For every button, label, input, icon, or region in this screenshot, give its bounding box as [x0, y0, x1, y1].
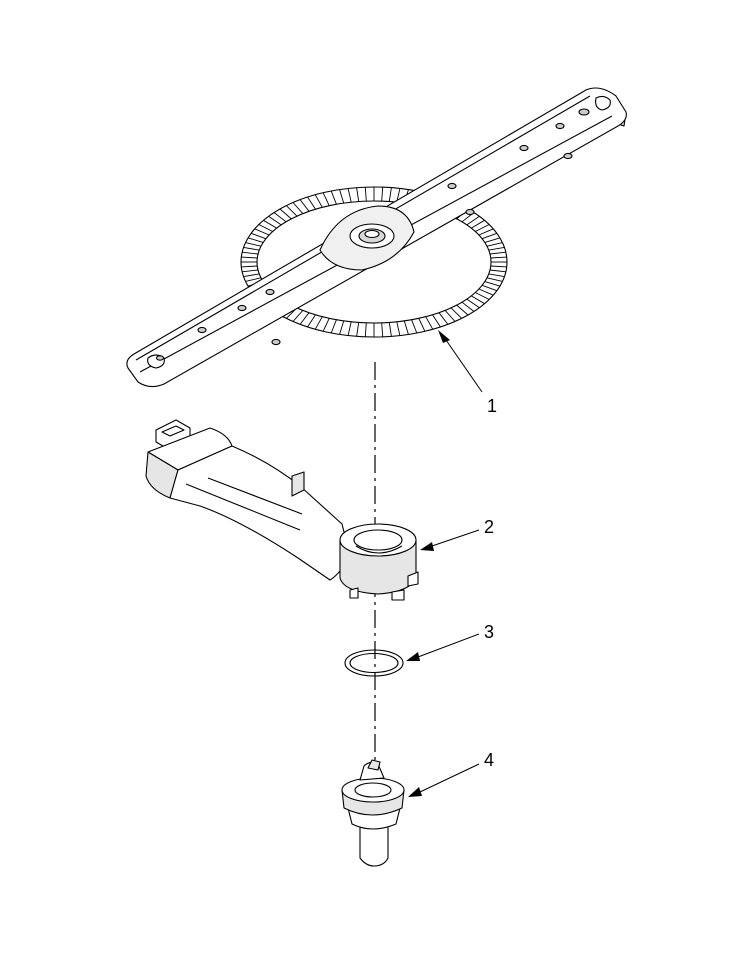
- o-ring: [344, 649, 404, 677]
- disc-flute: [466, 298, 480, 309]
- disc-flute: [243, 246, 260, 251]
- callout-2: 2: [420, 517, 494, 551]
- disc-flute: [471, 295, 485, 305]
- arrowhead: [438, 330, 450, 343]
- callout-label: 1: [487, 396, 497, 416]
- disc-flute: [475, 224, 490, 232]
- disc-flute: [418, 318, 426, 332]
- disc-flute: [263, 219, 277, 229]
- disc-flute: [450, 307, 463, 319]
- bearing-nut: [341, 759, 405, 867]
- spray-arm: [126, 87, 627, 388]
- disc-flute: [242, 269, 259, 273]
- leader-line: [431, 529, 480, 547]
- disc-flute: [254, 228, 270, 236]
- disc-flute: [347, 321, 352, 336]
- disc-flute: [461, 301, 475, 312]
- disc-flute: [484, 237, 501, 243]
- disc-flute: [241, 256, 258, 259]
- disc-flute: [245, 277, 262, 282]
- callout-4: 4: [408, 750, 494, 797]
- disc-flute: [299, 312, 310, 325]
- disc-flute: [247, 237, 264, 243]
- disc-flute: [356, 187, 360, 202]
- disc-flute: [330, 190, 337, 205]
- disc-flute: [478, 288, 494, 296]
- disc-flute: [475, 292, 490, 300]
- disc-flute: [339, 320, 345, 335]
- disc-flute: [241, 265, 258, 268]
- disc-flute: [299, 199, 310, 212]
- disc-flute: [381, 322, 384, 337]
- spray-arm-bar: [126, 87, 627, 388]
- leader-line: [417, 633, 480, 658]
- disc-flute: [484, 281, 501, 287]
- arrowhead: [406, 652, 420, 661]
- disc-flute: [330, 319, 337, 334]
- disc-flute: [490, 265, 507, 268]
- disc-flute: [486, 277, 503, 282]
- leader-line: [445, 339, 483, 393]
- disc-flute: [245, 242, 262, 247]
- disc-flute: [444, 310, 456, 322]
- disc-flute: [456, 304, 469, 316]
- disc-flute: [488, 273, 505, 278]
- disc-flute: [356, 322, 360, 337]
- disc-flute: [268, 215, 282, 226]
- disc-flute: [250, 232, 267, 240]
- disc-flute: [279, 208, 292, 220]
- disc-flute: [481, 284, 498, 292]
- disc-flute: [432, 314, 441, 328]
- disc-flute: [364, 187, 367, 202]
- disc-flute: [396, 321, 401, 336]
- disc-flute: [471, 219, 485, 229]
- disc-flute: [403, 320, 409, 335]
- disc-flute: [292, 310, 304, 322]
- disc-flute: [339, 189, 345, 204]
- disc-flute: [488, 246, 505, 251]
- disc-flute: [381, 187, 384, 202]
- disc-flute: [307, 314, 316, 328]
- disc-flute: [292, 202, 304, 214]
- disc-flute: [314, 316, 323, 330]
- disc-flute: [388, 322, 392, 337]
- disc-flute: [285, 205, 298, 217]
- disc-flute: [258, 224, 273, 232]
- disc-flute: [486, 242, 503, 247]
- disc-flute: [314, 194, 323, 208]
- disc-flute: [489, 269, 506, 273]
- spray-arm-manifold: [145, 419, 419, 601]
- disc-flute: [243, 273, 260, 278]
- arrowhead: [408, 787, 422, 797]
- callout-label: 4: [484, 750, 494, 770]
- leader-line: [419, 763, 480, 793]
- arrowhead: [420, 542, 434, 551]
- disc-flute: [307, 196, 316, 210]
- disc-flute: [388, 187, 392, 202]
- disc-flute: [478, 228, 494, 236]
- callout-label: 2: [484, 517, 494, 537]
- disc-flute: [489, 251, 506, 255]
- disc-flute: [481, 232, 498, 240]
- disc-flute: [347, 188, 352, 203]
- disc-flute: [425, 316, 434, 330]
- disc-flute: [322, 318, 330, 332]
- callout-1: 1: [438, 330, 497, 416]
- disc-flute: [273, 212, 287, 223]
- disc-flute: [466, 215, 480, 226]
- disc-flute: [490, 256, 507, 259]
- disc-flute: [242, 251, 259, 255]
- disc-flute: [411, 319, 418, 334]
- disc-flute: [322, 192, 330, 206]
- disc-flute: [438, 312, 449, 325]
- disc-flute: [364, 322, 367, 337]
- callout-3: 3: [406, 622, 494, 661]
- callout-label: 3: [484, 622, 494, 642]
